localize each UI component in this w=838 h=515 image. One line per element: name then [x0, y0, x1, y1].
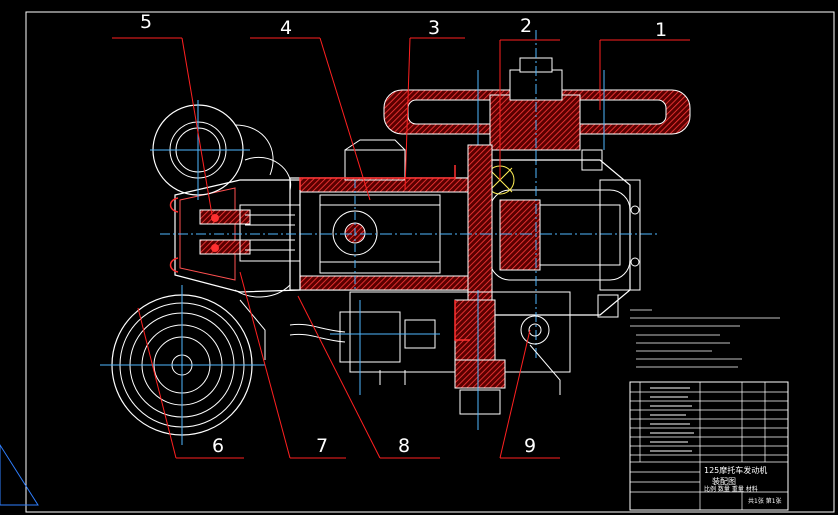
title-block: 125摩托车发动机 装配图 比例 数量 重量 材料 共1张 第1张	[629, 381, 789, 511]
callout-9: 9	[524, 435, 536, 457]
cylinder-block	[289, 139, 480, 291]
oil-passage	[169, 165, 470, 341]
crankcase	[460, 144, 660, 360]
callout-3: 3	[428, 17, 440, 39]
callout-2: 2	[520, 15, 532, 37]
drawing-title: 125摩托车发动机	[704, 465, 767, 475]
callout-1: 1	[655, 19, 667, 41]
drawing-subtitle: 装配图	[712, 476, 736, 486]
magneto-cover	[150, 100, 274, 200]
scale-row: 比例 数量 重量 材料	[704, 485, 758, 493]
drawing-frame	[25, 11, 835, 513]
leader-lines	[112, 37, 690, 459]
corner-marker	[0, 444, 39, 506]
callout-6: 6	[212, 435, 224, 457]
part-callouts: 1 2 3 4 5 6 7 8 9	[140, 11, 667, 457]
callout-5: 5	[140, 11, 152, 33]
lower-gear-train	[289, 290, 571, 430]
sheet-label: 共1张 第1张	[748, 497, 782, 505]
callout-7: 7	[316, 435, 328, 457]
callout-4: 4	[280, 17, 292, 39]
callout-8: 8	[398, 435, 410, 457]
cylinder-head	[160, 156, 301, 298]
handwheel	[383, 30, 691, 165]
technical-notes	[630, 309, 780, 368]
pulley	[100, 285, 266, 445]
